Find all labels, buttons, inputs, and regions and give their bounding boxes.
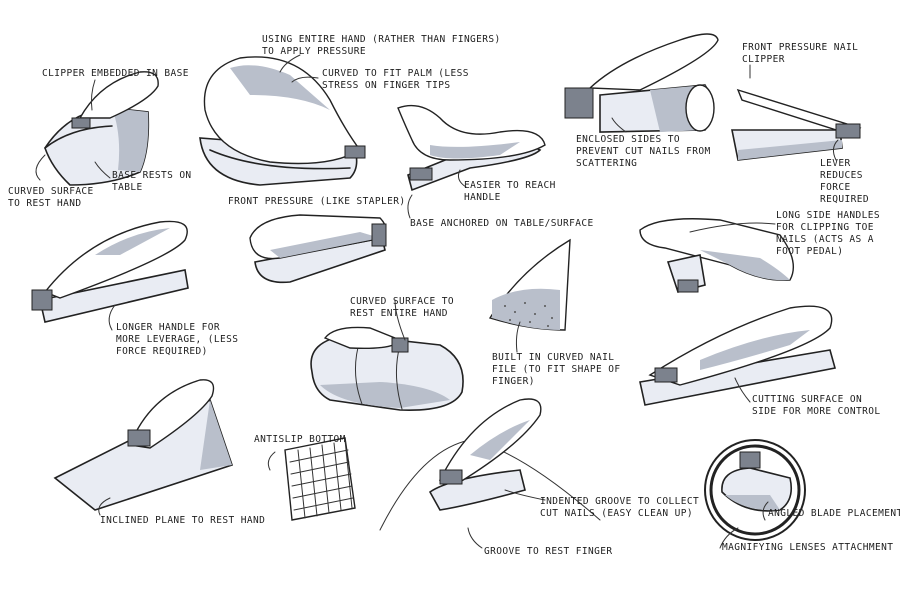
label-cutting-surface-side: Cutting surface on side for more control [752, 394, 881, 417]
label-antislip-bottom: Antislip bottom [254, 434, 346, 445]
sketch-front-pressure [731, 88, 862, 161]
label-front-pressure-stapler: Front pressure (like stapler) [228, 196, 406, 207]
sketch-wing-handle [397, 104, 546, 192]
label-longer-handle: Longer handle for more leverage, (less f… [116, 322, 239, 357]
label-curved-to-fit-palm: Curved to fit palm (less stress on finge… [322, 68, 469, 91]
label-magnifying-lenses: Magnifying lenses attachment [722, 542, 894, 553]
sketch-indented-groove [379, 398, 601, 531]
label-indented-groove: Indented groove to collect cut nails (ea… [540, 496, 700, 519]
label-curved-surface-entire-hand: Curved surface to rest entire hand [350, 296, 455, 319]
label-using-entire-hand: Using entire hand (rather than fingers) … [262, 34, 501, 57]
label-front-pressure-clipper: Front pressure nail clipper [742, 42, 859, 65]
sketch-side-cutting [639, 305, 837, 406]
leader-lines [35, 54, 839, 549]
label-curved-surface-rest-hand: Curved surface to rest hand [8, 186, 94, 209]
sketch-enclosed-sides [564, 33, 719, 133]
sketch-curved-file [488, 238, 571, 331]
sketch-stapler-style [249, 214, 387, 284]
sketch-pebble-base [310, 326, 464, 411]
label-base-anchored: Base anchored on table/surface [410, 218, 594, 229]
label-groove-rest-finger: Groove to rest finger [484, 546, 613, 557]
sketch-foot-pedal [639, 218, 794, 293]
label-built-in-file: Built in curved nail file (to fit shape … [492, 352, 621, 387]
sketch-palm-pad [199, 56, 366, 186]
label-inclined-plane: Inclined plane to rest hand [100, 515, 266, 526]
sketch-antislip-mesh [284, 437, 356, 521]
label-long-side-handles: Long side handles for clipping toe nails… [776, 210, 881, 257]
label-enclosed-sides: Enclosed sides to prevent cut nails from… [576, 134, 711, 169]
label-easier-to-reach: Easier to reach handle [464, 180, 556, 203]
sketch-embedded-base [44, 71, 159, 186]
sketch-magnifier [704, 439, 806, 541]
label-clipper-embedded: Clipper embedded in base [42, 68, 189, 79]
label-lever-reduces: Lever reduces force required [820, 158, 869, 205]
sketch-inclined-plane [53, 379, 234, 511]
label-base-rests-on-table: Base rests on table [112, 170, 192, 193]
sketch-long-handle [31, 220, 189, 323]
label-angled-blade: Angled blade placement [768, 508, 900, 519]
